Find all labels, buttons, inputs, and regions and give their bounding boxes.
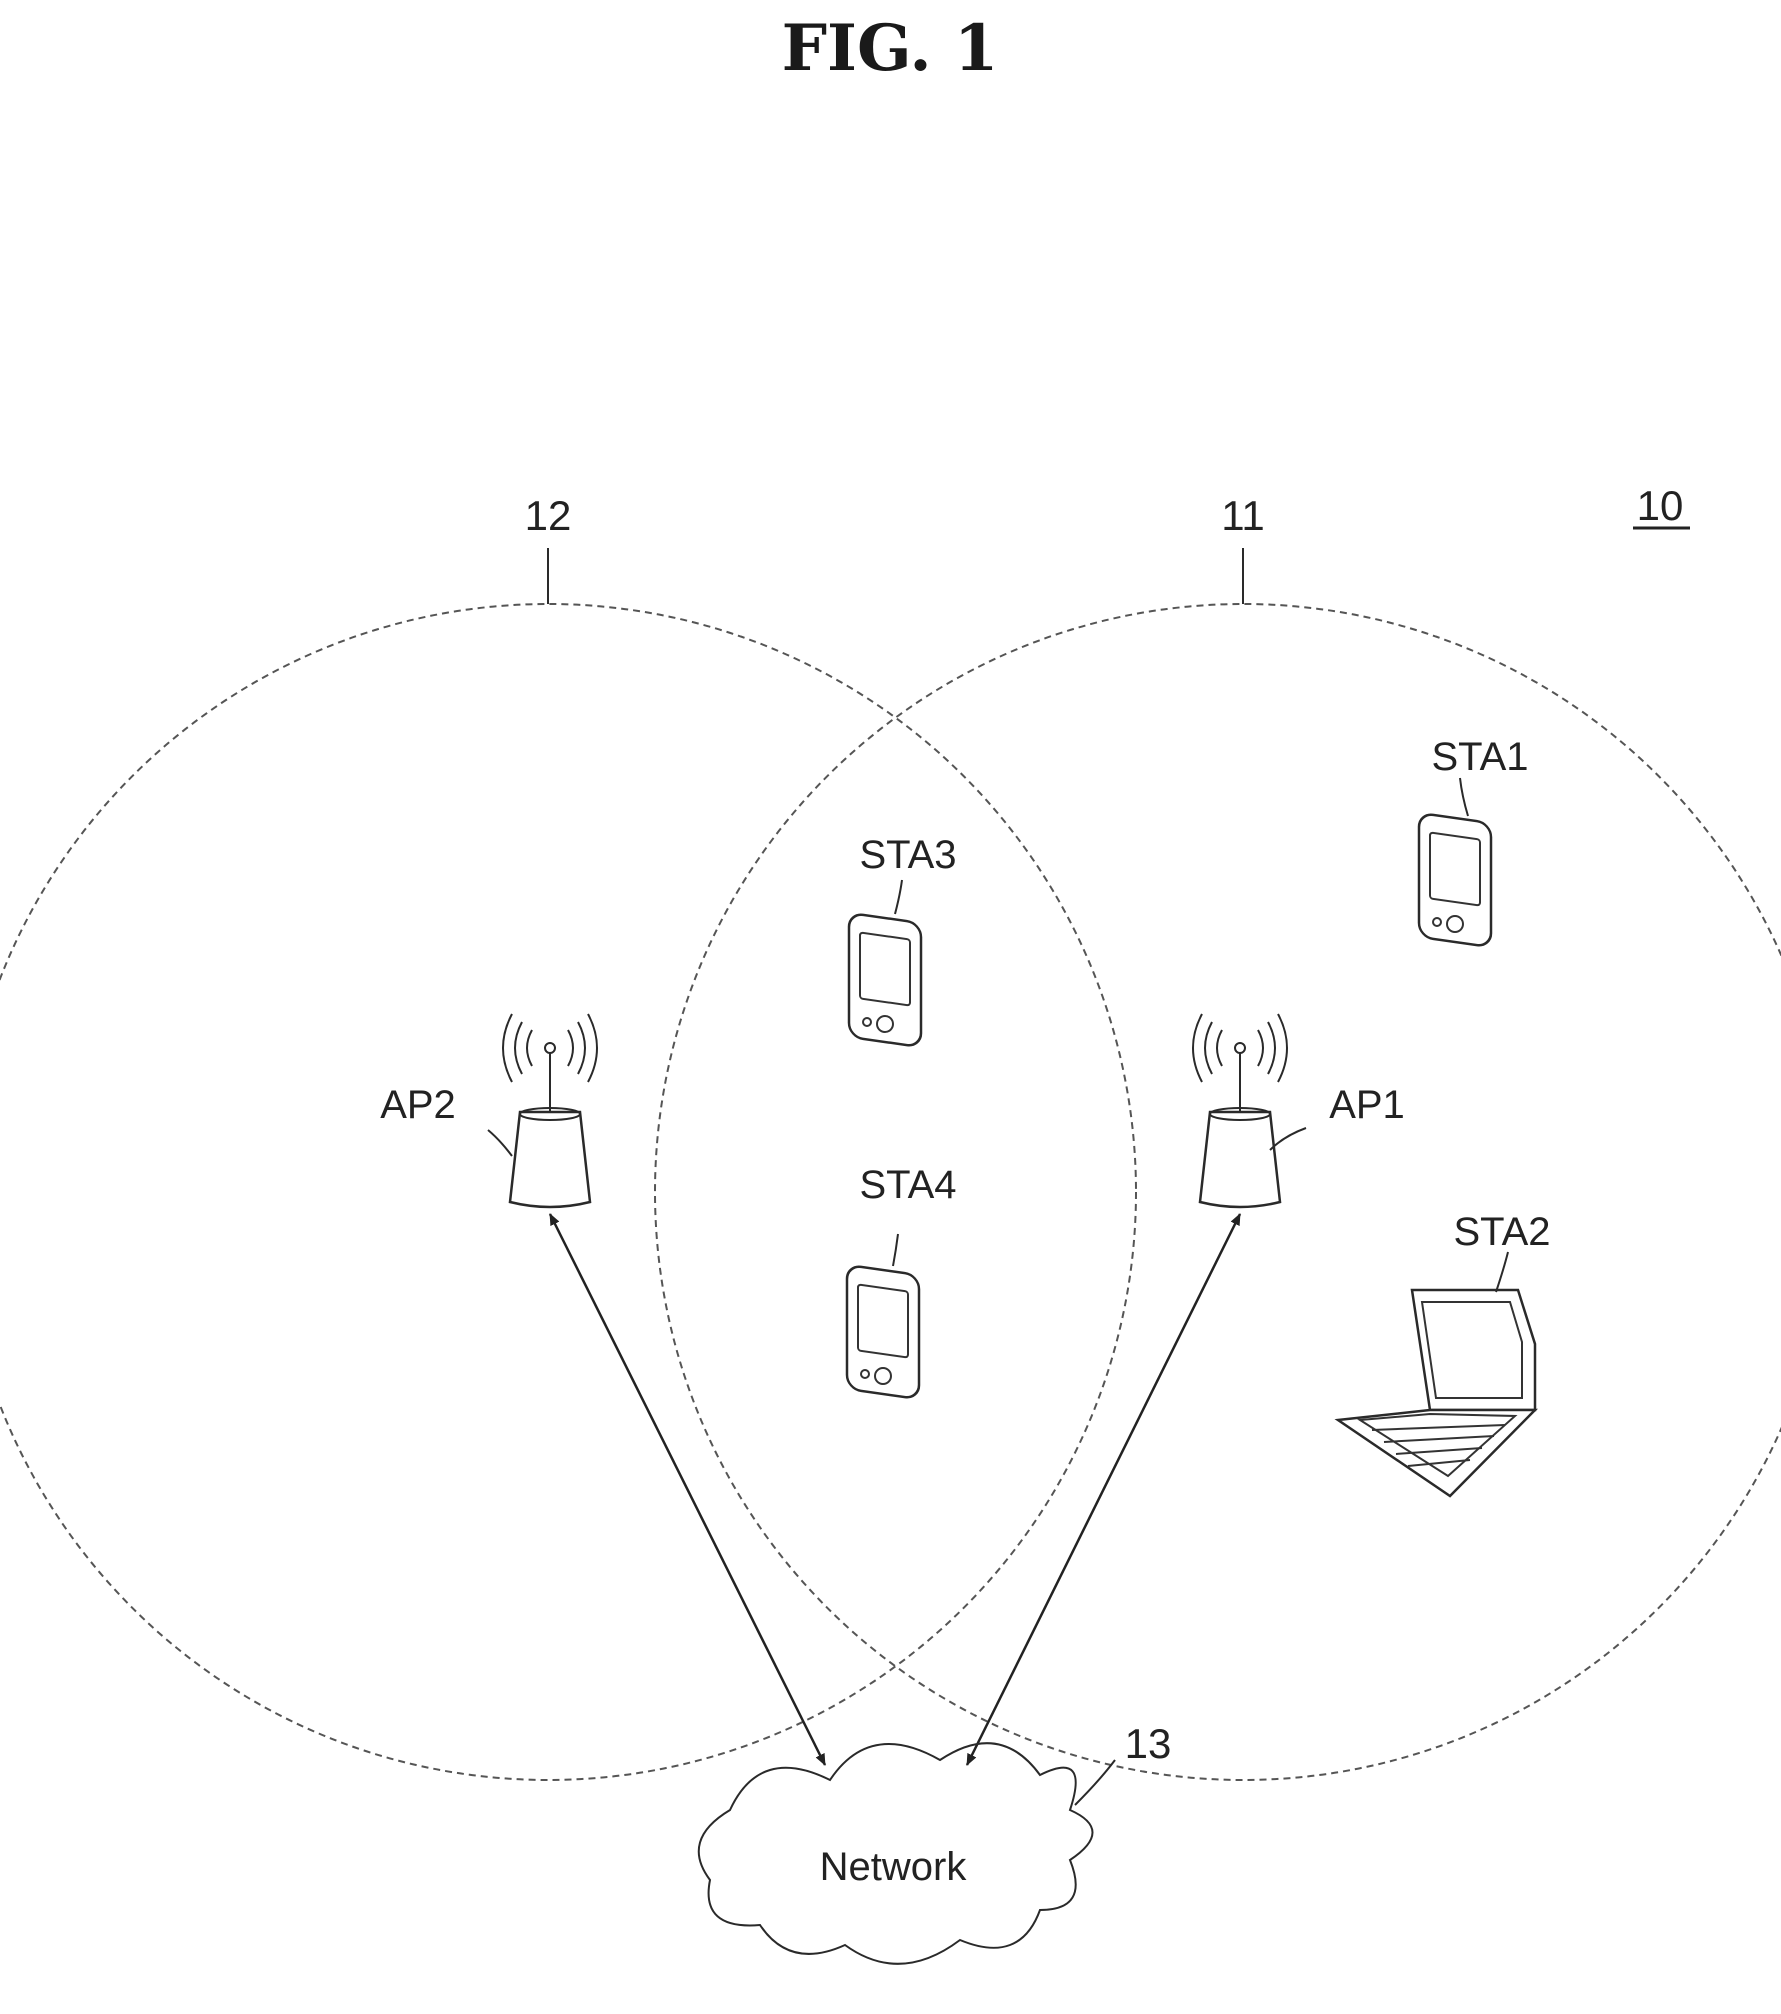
link-ap2-network — [550, 1214, 825, 1765]
pda-icon — [849, 913, 921, 1047]
sta3-label: STA3 — [859, 833, 956, 877]
coverage-area-12-label: 12 — [525, 492, 572, 539]
ap2-label: AP2 — [380, 1083, 456, 1127]
network-label: Network — [820, 1845, 968, 1889]
pda-icon — [1419, 813, 1491, 947]
sta1-label: STA1 — [1431, 735, 1528, 779]
system-ref-label: 10 — [1637, 482, 1684, 529]
access-point-ap1: AP1 — [1193, 1014, 1405, 1207]
pda-icon — [847, 1265, 919, 1399]
access-point-icon — [503, 1014, 597, 1207]
sta4-label: STA4 — [859, 1163, 956, 1207]
ap1-label: AP1 — [1329, 1083, 1405, 1127]
link-ap1-network — [967, 1214, 1240, 1765]
network-ref-label: 13 — [1125, 1720, 1172, 1767]
laptop-icon — [1338, 1290, 1535, 1496]
network-cloud: Network 13 — [699, 1720, 1172, 1964]
sta2-label: STA2 — [1453, 1210, 1550, 1254]
station-sta2: STA2 — [1338, 1210, 1551, 1496]
station-sta4: STA4 — [847, 1163, 957, 1399]
coverage-area-11-label: 11 — [1221, 492, 1265, 539]
figure-title: FIG. 1 — [782, 11, 999, 86]
access-point-ap2: AP2 — [380, 1014, 597, 1207]
station-sta3: STA3 — [849, 833, 957, 1047]
access-point-icon — [1193, 1014, 1287, 1207]
station-sta1: STA1 — [1419, 735, 1529, 947]
